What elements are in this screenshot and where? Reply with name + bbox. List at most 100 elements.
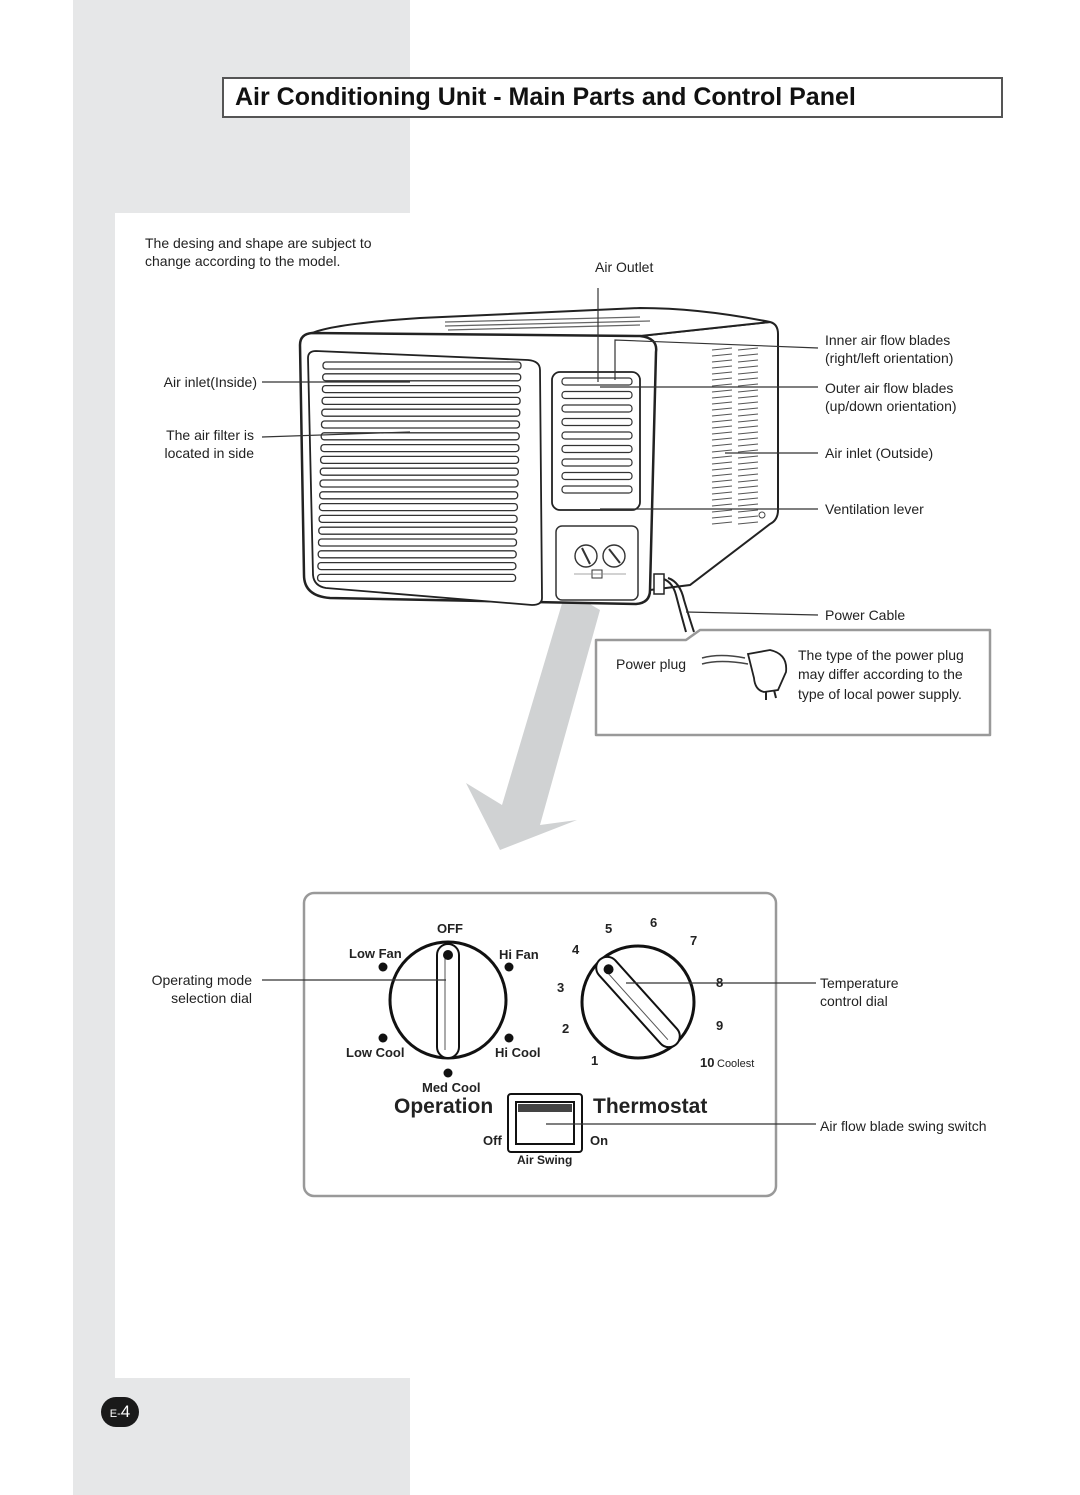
side-vent-line bbox=[737, 407, 759, 411]
side-vent-line bbox=[737, 425, 759, 429]
side-vent-line bbox=[737, 461, 759, 465]
side-vent-line bbox=[711, 497, 733, 501]
label-power-cable: Power Cable bbox=[825, 607, 906, 623]
side-vent-line bbox=[711, 473, 733, 477]
mode-low-fan-label: Low Fan bbox=[349, 946, 402, 961]
side-vent-line bbox=[737, 515, 759, 519]
label-air-filter-1: The air filter is bbox=[166, 427, 254, 443]
side-vent-line bbox=[737, 455, 759, 459]
label-inner-blades-2: (right/left orientation) bbox=[825, 350, 954, 366]
grille-slat bbox=[320, 420, 521, 429]
outlet-blades bbox=[561, 377, 633, 494]
side-vent-line bbox=[711, 407, 733, 411]
power-plug-box bbox=[594, 628, 992, 737]
side-vent-line bbox=[711, 401, 733, 405]
side-vent-line bbox=[737, 431, 759, 435]
power-plug-icon bbox=[746, 649, 788, 693]
side-vent-line bbox=[737, 395, 759, 399]
grille-slat bbox=[319, 455, 520, 465]
side-vent-line bbox=[711, 371, 733, 375]
side-vent-line bbox=[711, 383, 733, 387]
side-vent-line bbox=[711, 461, 733, 465]
label-temperature-2: control dial bbox=[820, 993, 888, 1009]
grille-slat bbox=[320, 443, 520, 453]
thermo-number-5: 5 bbox=[605, 921, 613, 936]
thermo-number-7: 7 bbox=[690, 933, 698, 948]
grille-slat bbox=[318, 502, 519, 512]
side-vent-line bbox=[711, 491, 733, 495]
thermo-number-9: 9 bbox=[716, 1018, 724, 1033]
side-vent-line bbox=[737, 491, 759, 495]
label-outer-blades-2: (up/down orientation) bbox=[825, 398, 957, 414]
label-operating-mode-2: selection dial bbox=[171, 990, 252, 1006]
background-band-bottom bbox=[115, 1378, 410, 1495]
side-vent-line bbox=[737, 413, 759, 417]
outlet-blade bbox=[561, 404, 633, 413]
thermo-coolest-label: Coolest bbox=[717, 1058, 755, 1070]
page-number-value: 4 bbox=[120, 1402, 131, 1421]
thermostat-label: Thermostat bbox=[593, 1095, 708, 1118]
thermo-number-8: 8 bbox=[716, 975, 724, 990]
disclaimer-line-2: change according to the model. bbox=[145, 253, 341, 269]
grille-slat bbox=[318, 526, 518, 535]
thermo-number-1: 1 bbox=[591, 1053, 599, 1068]
side-vent-line bbox=[737, 449, 759, 453]
mode-hi-cool-label: Hi Cool bbox=[495, 1045, 541, 1060]
side-vent-line bbox=[711, 449, 733, 453]
thermo-number-2: 2 bbox=[562, 1021, 570, 1036]
side-vent-line bbox=[737, 353, 759, 357]
plug-note-line-3: type of local power supply. bbox=[798, 686, 962, 702]
side-vent-line bbox=[711, 443, 733, 447]
side-vent-line bbox=[711, 467, 733, 471]
side-vent-line bbox=[737, 497, 759, 501]
side-vent-line bbox=[711, 353, 733, 357]
outlet-blade bbox=[561, 444, 633, 454]
label-air-inlet-outside: Air inlet (Outside) bbox=[825, 445, 934, 461]
side-vent-line bbox=[737, 365, 759, 369]
outlet-blade bbox=[561, 431, 633, 440]
side-vent-line bbox=[711, 365, 733, 369]
thermo-number-6: 6 bbox=[650, 915, 658, 930]
outlet-blade bbox=[561, 417, 633, 427]
operation-label: Operation bbox=[394, 1095, 494, 1118]
side-vent-line bbox=[711, 419, 733, 423]
mode-off-label: OFF bbox=[437, 921, 463, 936]
grille-slat bbox=[319, 467, 519, 476]
grille-slat bbox=[317, 550, 517, 559]
side-vent-line bbox=[737, 371, 759, 375]
thermo-number-10: 10 bbox=[700, 1055, 715, 1070]
outlet-blade bbox=[561, 485, 633, 494]
grille-slat bbox=[321, 396, 521, 406]
outlet-blade bbox=[561, 458, 633, 467]
side-vent-line bbox=[737, 377, 759, 381]
side-vent-line bbox=[737, 419, 759, 423]
side-vent-line bbox=[711, 395, 733, 399]
background-band-left bbox=[73, 213, 115, 1495]
disclaimer-line-1: The desing and shape are subject to bbox=[145, 235, 372, 251]
side-vent-line bbox=[711, 413, 733, 417]
side-vent-line bbox=[711, 515, 733, 519]
label-ventilation-lever: Ventilation lever bbox=[825, 501, 924, 517]
swing-on-label: On bbox=[590, 1133, 609, 1148]
page-title-box: Air Conditioning Unit - Main Parts and C… bbox=[222, 77, 1003, 118]
side-vent-line bbox=[711, 425, 733, 429]
side-vent-line bbox=[737, 521, 759, 525]
side-vent-line bbox=[711, 455, 733, 459]
label-air-outlet: Air Outlet bbox=[595, 259, 654, 275]
label-temperature-1: Temperature bbox=[820, 975, 899, 991]
side-vent-line bbox=[711, 347, 733, 351]
side-vent-line bbox=[711, 377, 733, 381]
grille-slat bbox=[321, 408, 521, 417]
side-vent-line bbox=[737, 479, 759, 483]
side-vent-line bbox=[711, 521, 733, 525]
outlet-blade bbox=[561, 471, 633, 481]
outlet-blade bbox=[561, 390, 633, 400]
operation-dial-knob bbox=[436, 943, 460, 1059]
grille-slat bbox=[317, 538, 518, 547]
grille-slat bbox=[316, 573, 517, 583]
label-inner-blades-1: Inner air flow blades bbox=[825, 332, 951, 348]
label-power-plug: Power plug bbox=[616, 656, 687, 672]
page-title: Air Conditioning Unit - Main Parts and C… bbox=[235, 83, 856, 111]
label-operating-mode-1: Operating mode bbox=[151, 972, 252, 988]
